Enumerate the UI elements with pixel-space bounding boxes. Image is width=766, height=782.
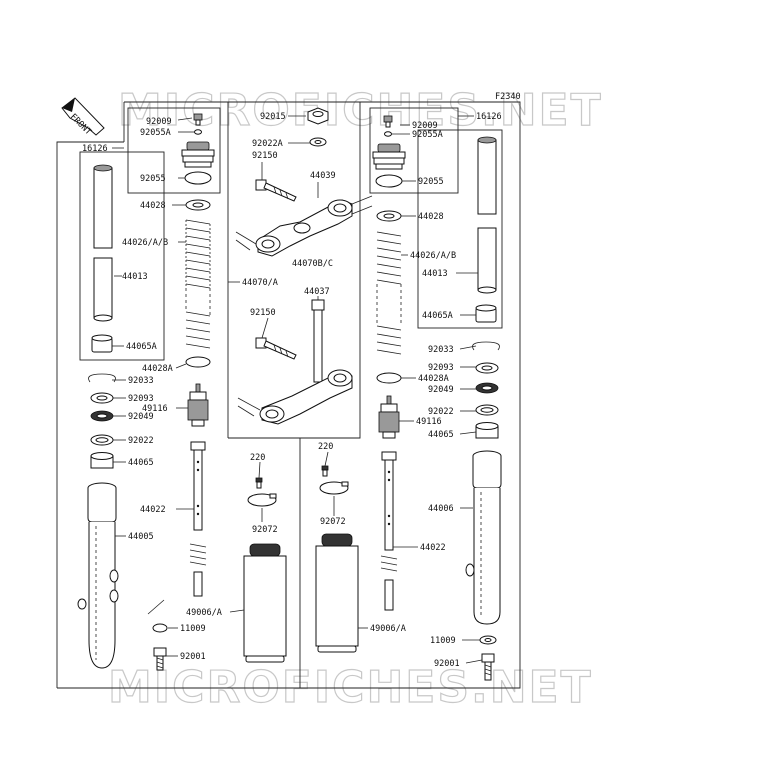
- bolt-92001-left: [153, 647, 167, 671]
- spring-lower-left: [185, 288, 211, 349]
- label-44028a-right: 44028A: [418, 374, 449, 384]
- label-11009-left: 11009: [180, 624, 206, 634]
- label-44065a-left: 44065A: [126, 342, 157, 352]
- label-92033-right: 92033: [428, 345, 454, 355]
- label-44028-right: 44028: [418, 212, 444, 222]
- label-44028a-left: 44028A: [142, 364, 173, 374]
- left-fork: [77, 113, 215, 671]
- fork-cap-left: [181, 141, 215, 168]
- steering-stem: [237, 299, 353, 425]
- part-labels: 92009 92055A 16126 92055 44028 44026/A/B…: [82, 112, 502, 669]
- label-220-right: 220: [318, 442, 333, 452]
- label-92022-right: 92022: [428, 407, 454, 417]
- label-92049-right: 92049: [428, 385, 454, 395]
- label-49006a-right: 49006/A: [370, 624, 406, 634]
- label-11009-right: 11009: [430, 636, 456, 646]
- right-fork: [372, 115, 502, 681]
- fork-tube-right: [477, 136, 497, 294]
- label-44022-right: 44022: [420, 543, 446, 553]
- label-44022-left: 44022: [140, 505, 166, 515]
- damper-rod-right: [380, 451, 398, 611]
- label-92072-right: 92072: [320, 517, 346, 527]
- label-44039: 44039: [310, 171, 336, 181]
- label-92022-left: 92022: [128, 436, 154, 446]
- label-49116-right: 49116: [416, 417, 442, 427]
- label-92150-lower: 92150: [250, 308, 276, 318]
- label-44070bc: 44070B/C: [292, 259, 333, 269]
- clamp-92072-left: [247, 493, 277, 507]
- label-16126-right: 16126: [476, 112, 502, 122]
- label-92033-left: 92033: [128, 376, 154, 386]
- spring-upper-left: [185, 219, 211, 289]
- leader-lines: [112, 115, 483, 664]
- label-92055a-left: 92055A: [140, 128, 171, 138]
- label-92055-left: 92055: [140, 174, 166, 184]
- watermark-top: MICROFICHES.NET: [118, 85, 603, 136]
- center-parts: [235, 107, 373, 663]
- spring-right: [376, 231, 402, 355]
- frame-lines: [56, 101, 521, 689]
- upper-bracket: [235, 195, 373, 257]
- label-44006: 44006: [428, 504, 454, 514]
- label-92022a: 92022A: [252, 139, 283, 149]
- boot-49006-left: [243, 543, 287, 663]
- bolt-92001-right: [481, 653, 495, 681]
- label-92072-left: 92072: [252, 525, 278, 535]
- label-44005: 44005: [128, 532, 154, 542]
- label-44028-left: 44028: [140, 201, 166, 211]
- label-92001-left: 92001: [180, 652, 206, 662]
- label-92150-upper: 92150: [252, 151, 278, 161]
- label-92055-right: 92055: [418, 177, 444, 187]
- damper-valve-left: [187, 383, 209, 427]
- label-92049-left: 92049: [128, 412, 154, 422]
- bolt-92150-upper: [255, 179, 297, 202]
- label-49116-left: 49116: [142, 404, 168, 414]
- damper-valve-right: [378, 395, 400, 439]
- label-92093-left: 92093: [128, 394, 154, 404]
- label-92009-right: 92009: [412, 121, 438, 131]
- bolt-92150-lower: [255, 337, 297, 360]
- label-44065a-right: 44065A: [422, 311, 453, 321]
- watermark-bottom: MICROFICHES.NET: [108, 662, 593, 713]
- outer-tube-left: [77, 482, 119, 669]
- label-44070a: 44070/A: [242, 278, 278, 288]
- label-49006a-left: 49006/A: [186, 608, 222, 618]
- label-92093-right: 92093: [428, 363, 454, 373]
- label-16126-left: 16126: [82, 144, 108, 154]
- label-44037: 44037: [304, 287, 330, 297]
- label-44065-left: 44065: [128, 458, 154, 468]
- fork-cap-right: [372, 143, 406, 170]
- label-220-left: 220: [250, 453, 265, 463]
- clamp-92072-right: [319, 481, 349, 495]
- boot-49006-right: [315, 533, 359, 653]
- screw-220-left: [255, 477, 263, 489]
- bolt-92009-left: [193, 113, 203, 126]
- label-92055a-right: 92055A: [412, 130, 443, 140]
- label-92001-right: 92001: [434, 659, 460, 669]
- label-44026-right: 44026/A/B: [410, 251, 456, 261]
- label-92009-left: 92009: [146, 117, 172, 127]
- label-44065-right: 44065: [428, 430, 454, 440]
- screw-220-right: [321, 465, 329, 477]
- label-92015: 92015: [260, 112, 286, 122]
- label-44026-left: 44026/A/B: [122, 238, 168, 248]
- front-arrow-icon: FRONT: [61, 97, 105, 137]
- damper-rod-left: [189, 441, 207, 597]
- outer-tube-right: [465, 450, 502, 625]
- label-44013-right: 44013: [422, 269, 448, 279]
- label-44013-left: 44013: [122, 272, 148, 282]
- fork-tube-left: [93, 164, 113, 322]
- figure-code: F2340: [495, 92, 521, 102]
